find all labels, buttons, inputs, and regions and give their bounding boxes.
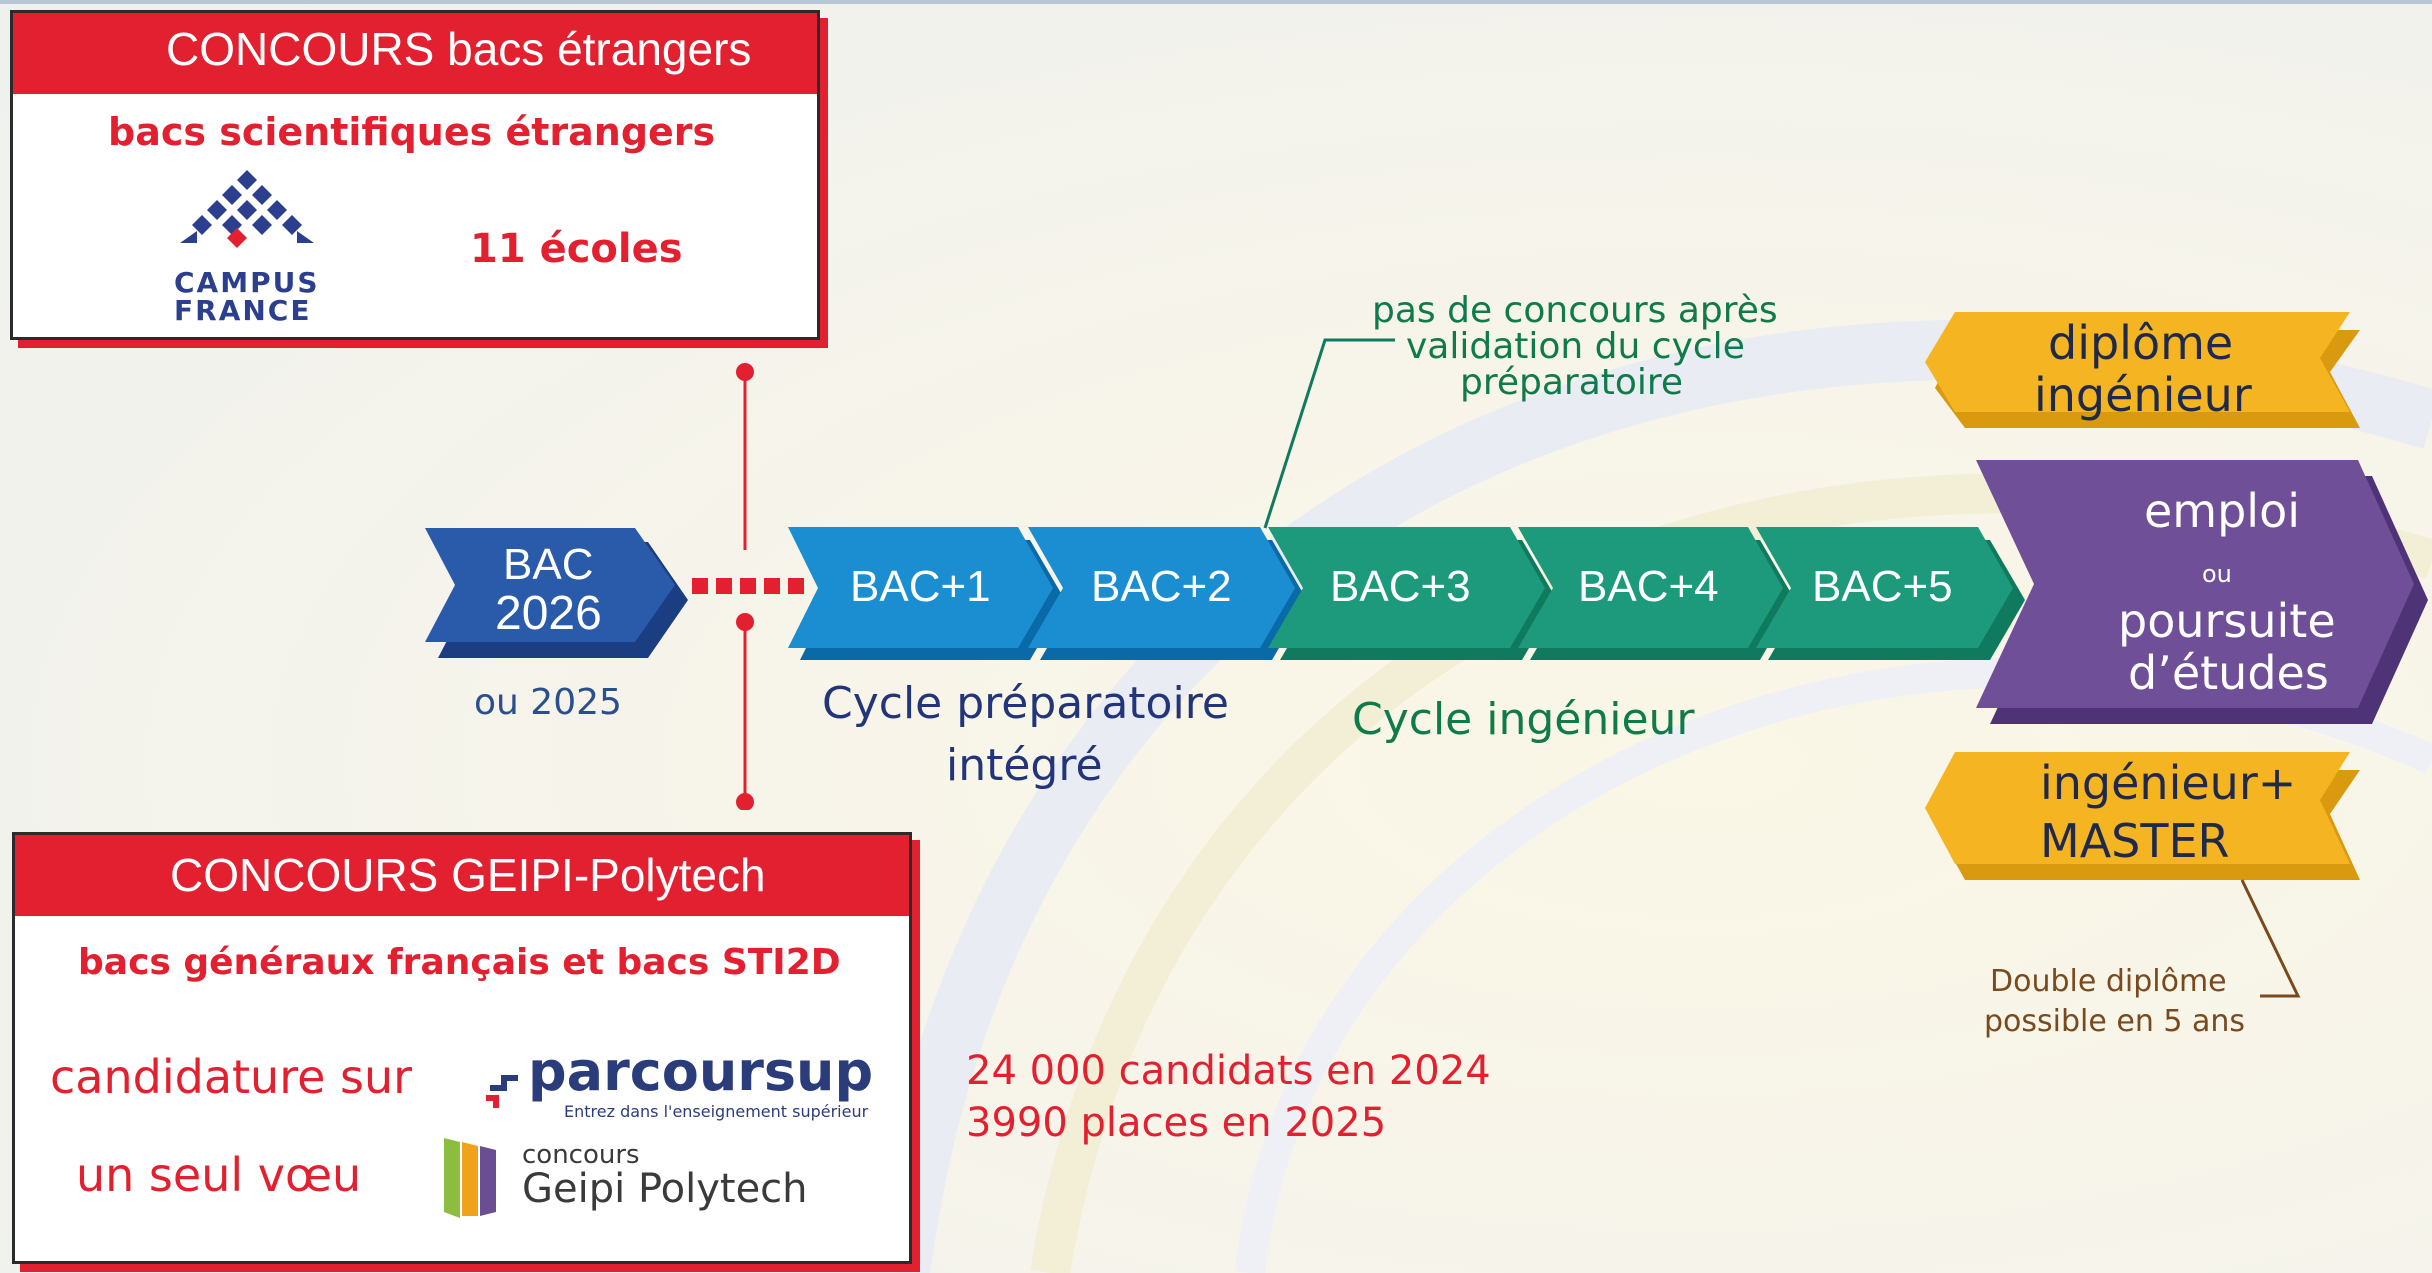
chevron-bac1: [788, 527, 1065, 660]
master-arrow: [1925, 752, 2360, 880]
chevron-bac2: [1028, 527, 1307, 660]
parcoursup-logo-text: parcoursup: [528, 1040, 874, 1103]
chevron-bac4: [1518, 527, 1795, 660]
double-line2: possible en 5 ans: [1984, 1004, 2246, 1039]
double-pointer: [2240, 879, 2301, 998]
concours-geipi-title: CONCOURS GEIPI-Polytech: [170, 849, 766, 901]
concours-geipi-header: [12, 832, 912, 916]
emploi-arrow: [1976, 460, 2428, 724]
note-line3: préparatoire: [1460, 362, 1684, 403]
bac-label-line1: BAC: [503, 540, 594, 589]
cycle-prep-line1: Cycle préparatoire: [822, 678, 1229, 729]
emploi-label: emploi: [2144, 484, 2301, 538]
cycle-prep-line2: intégré: [946, 740, 1103, 791]
step-bac5-label: BAC+5: [1812, 562, 1953, 611]
step-bac4-label: BAC+4: [1578, 562, 1719, 611]
note-pointer: [1263, 338, 1395, 529]
geipi-logo-mark: [444, 1138, 496, 1218]
ou-label: ou: [2202, 560, 2232, 588]
dotted-link: [692, 578, 804, 594]
concours-geipi-subtitle: bacs généraux français et bacs STI2D: [78, 942, 841, 983]
step-bac2-label: BAC+2: [1091, 562, 1232, 611]
parcoursup-tagline: Entrez dans l'enseignement supérieur: [564, 1102, 869, 1121]
chevron-bac3: [1268, 527, 1557, 660]
note-line1: pas de concours après: [1372, 290, 1778, 331]
bac-alt-year: ou 2025: [474, 682, 622, 723]
step-bac3-label: BAC+3: [1330, 562, 1471, 611]
stats-line2: 3990 places en 2025: [966, 1100, 1387, 1146]
concours-etrangers-subtitle: bacs scientifiques étrangers: [108, 110, 716, 154]
poursuite-line1: poursuite: [2118, 594, 2336, 648]
chevron-bac5: [1756, 527, 2025, 660]
master-line1: ingénieur+: [2040, 756, 2297, 810]
campus-france-logo-text-2: FRANCE: [174, 294, 312, 327]
diplome-line2: ingénieur: [2034, 368, 2252, 422]
diplome-line1: diplôme: [2048, 316, 2234, 370]
candidature-line1: candidature sur: [50, 1050, 413, 1104]
bac-label-line2: 2026: [495, 587, 602, 640]
step-bac1-label: BAC+1: [850, 562, 991, 611]
note-line2: validation du cycle: [1406, 326, 1745, 367]
diplome-arrow: [1925, 312, 2360, 428]
campus-france-logo-text-1: CAMPUS: [174, 266, 320, 299]
double-line1: Double diplôme: [1990, 964, 2227, 999]
ecoles-count: 11 écoles: [470, 226, 683, 272]
concours-etrangers-title: CONCOURS bacs étrangers: [166, 23, 752, 75]
geipi-logo-small: concours: [522, 1140, 640, 1170]
campus-france-logo-mark: [180, 170, 314, 248]
master-line2: MASTER: [2040, 814, 2230, 868]
bac-chevron: [425, 528, 688, 658]
poursuite-line2: d’études: [2128, 646, 2329, 700]
candidature-line2: un seul vœu: [76, 1148, 362, 1202]
geipi-logo-big: Geipi Polytech: [522, 1166, 808, 1212]
vertical-connector: [736, 363, 754, 810]
cycle-ing-label: Cycle ingénieur: [1352, 694, 1695, 745]
concours-etrangers-header: [10, 10, 820, 94]
top-border: [0, 0, 2432, 4]
parcoursup-logo-mark: [486, 1075, 518, 1108]
stats-line1: 24 000 candidats en 2024: [966, 1048, 1491, 1094]
